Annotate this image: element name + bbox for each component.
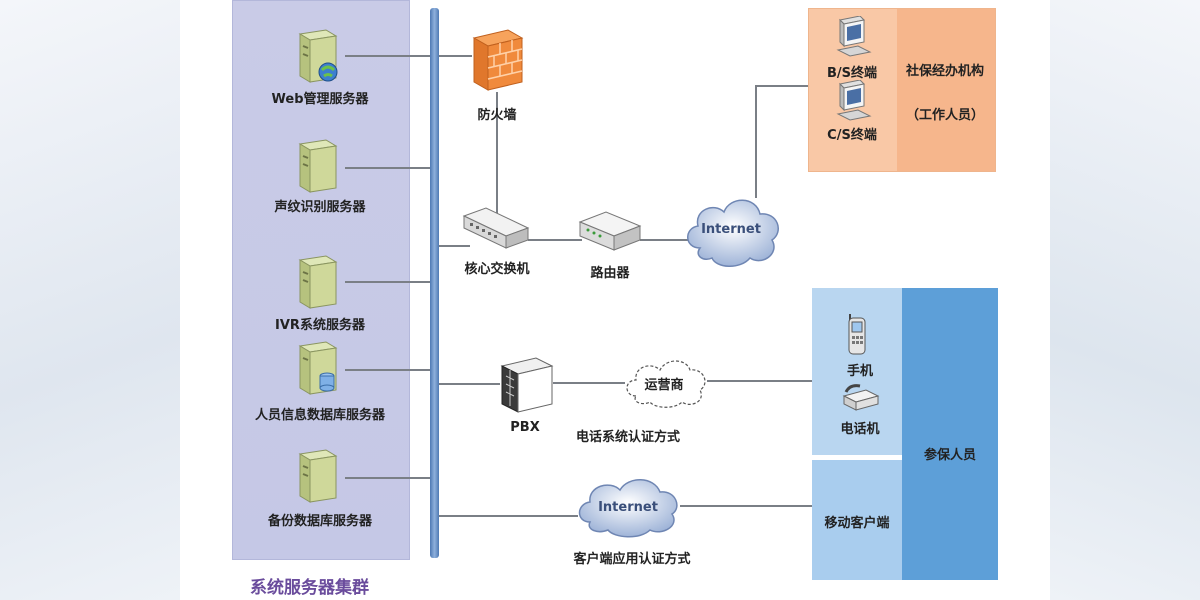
desktop-computer-icon [836,80,872,121]
router-icon [578,211,642,251]
pbx-label: PBX [510,420,540,435]
carrier-cloud-icon [626,360,706,408]
core-switch-label: 核心交换机 [464,262,530,277]
network-bus [430,8,439,558]
pbx-icon [500,357,554,413]
telephone-label: 电话机 [840,422,880,437]
mobile-client-label: 移动客户端 [824,516,890,531]
internet-bottom-label: Internet [598,500,658,515]
firewall-icon [472,29,524,91]
core-switch-icon [462,207,530,249]
mobile-phone-icon [848,314,866,355]
telephone-icon [842,384,880,411]
phone-auth-label: 电话系统认证方式 [575,430,681,445]
server-label-web: Web管理服务器 [271,92,369,107]
cs-terminal-label: C/S终端 [827,128,877,143]
mobile-phone-label: 手机 [846,364,874,379]
server-label-voiceprint: 声纹识别服务器 [274,200,366,215]
internet-cloud-icon [687,199,779,267]
insured-group-label: 参保人员 [923,448,977,463]
office-name-label: 社保经办机构 [905,64,985,79]
firewall-label: 防火墙 [477,108,517,123]
server-icon [298,255,338,309]
server-icon [298,449,338,503]
desktop-computer-icon [836,16,872,57]
office-name-column [897,9,995,171]
server-database-icon [298,341,338,395]
mobile-client-box [812,460,902,580]
bs-terminal-label: B/S终端 [826,66,878,81]
insured-group-column [902,288,998,580]
internet-top-label: Internet [701,222,761,237]
server-label-ivr: IVR系统服务器 [275,318,365,333]
server-globe-icon [298,29,338,83]
separator [812,455,902,460]
server-icon [298,139,338,193]
router-label: 路由器 [590,266,630,281]
social-security-office-box [808,8,996,172]
cluster-title: 系统服务器集群 [250,578,369,598]
internet-cloud-icon [578,479,678,538]
background-right [1050,0,1200,600]
server-label-personnel-db: 人员信息数据库服务器 [254,408,386,423]
office-staff-label: （工作人员） [905,108,985,123]
server-label-backup-db: 备份数据库服务器 [267,514,373,529]
client-auth-label: 客户端应用认证方式 [573,552,691,567]
carrier-label: 运营商 [644,378,684,393]
background-left [0,0,180,600]
